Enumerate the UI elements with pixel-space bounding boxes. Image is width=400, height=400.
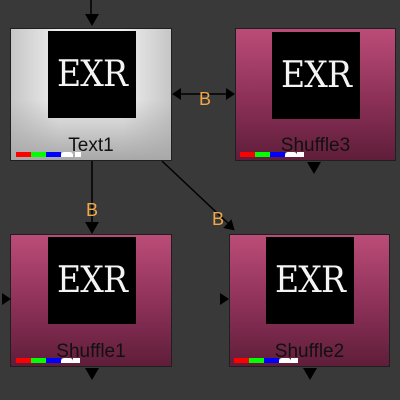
edge-label-text1-shuffle3: B (199, 89, 212, 109)
edge-label-text1-shuffle2: B (212, 209, 225, 229)
channel-alpha (61, 152, 73, 157)
arrow-diagonal-icon (223, 219, 239, 235)
output-arrow-icon[interactable] (307, 162, 321, 174)
channel-red (240, 152, 255, 157)
node-shuffle3[interactable]: EXR Shuffle3 (235, 28, 396, 161)
channel-alpha (61, 358, 73, 363)
output-arrow-icon[interactable] (303, 368, 317, 380)
channel-green (31, 152, 46, 157)
channel-blue (270, 152, 285, 157)
channel-alpha (285, 152, 297, 157)
node-thumbnail: EXR (48, 31, 136, 118)
node-thumbnail: EXR (272, 32, 360, 119)
channel-alpha (279, 358, 291, 363)
arrow-left-icon (172, 88, 181, 100)
node-shuffle1[interactable]: EXR Shuffle1 (10, 234, 172, 367)
arrow-right-icon (226, 88, 235, 100)
channel-blue (264, 358, 279, 363)
thumbnail-text: EXR (57, 54, 128, 95)
channel-extra (73, 358, 80, 363)
node-label: Text1 (68, 135, 114, 156)
channel-red (16, 358, 31, 363)
edge-label-text1-shuffle1: B (86, 200, 99, 220)
mask-input-arrow-icon[interactable] (2, 293, 11, 305)
channel-extra (75, 152, 81, 157)
node-label: Shuffle1 (56, 341, 126, 362)
output-arrow-icon[interactable] (85, 368, 99, 380)
channel-blue (46, 152, 61, 157)
channel-blue (46, 358, 61, 363)
channel-red (16, 152, 31, 157)
arrow-down-icon (85, 222, 99, 234)
channel-green (31, 358, 46, 363)
channel-red (234, 358, 249, 363)
node-thumbnail: EXR (266, 237, 354, 324)
input-arrow-icon[interactable] (85, 14, 99, 26)
node-thumbnail: EXR (48, 237, 136, 324)
channel-extra (291, 358, 298, 363)
channel-extra (297, 152, 304, 157)
node-label: Shuffle3 (280, 135, 351, 156)
thumbnail-text: EXR (281, 55, 352, 96)
node-shuffle2[interactable]: EXR Shuffle2 (229, 234, 390, 367)
mask-input-arrow-icon[interactable] (220, 293, 229, 305)
node-text1[interactable]: EXR Text1 (10, 28, 172, 161)
channel-green (249, 358, 264, 363)
thumbnail-text: EXR (275, 260, 346, 301)
node-label: Shuffle2 (274, 341, 345, 362)
thumbnail-text: EXR (57, 260, 128, 301)
channel-green (255, 152, 270, 157)
